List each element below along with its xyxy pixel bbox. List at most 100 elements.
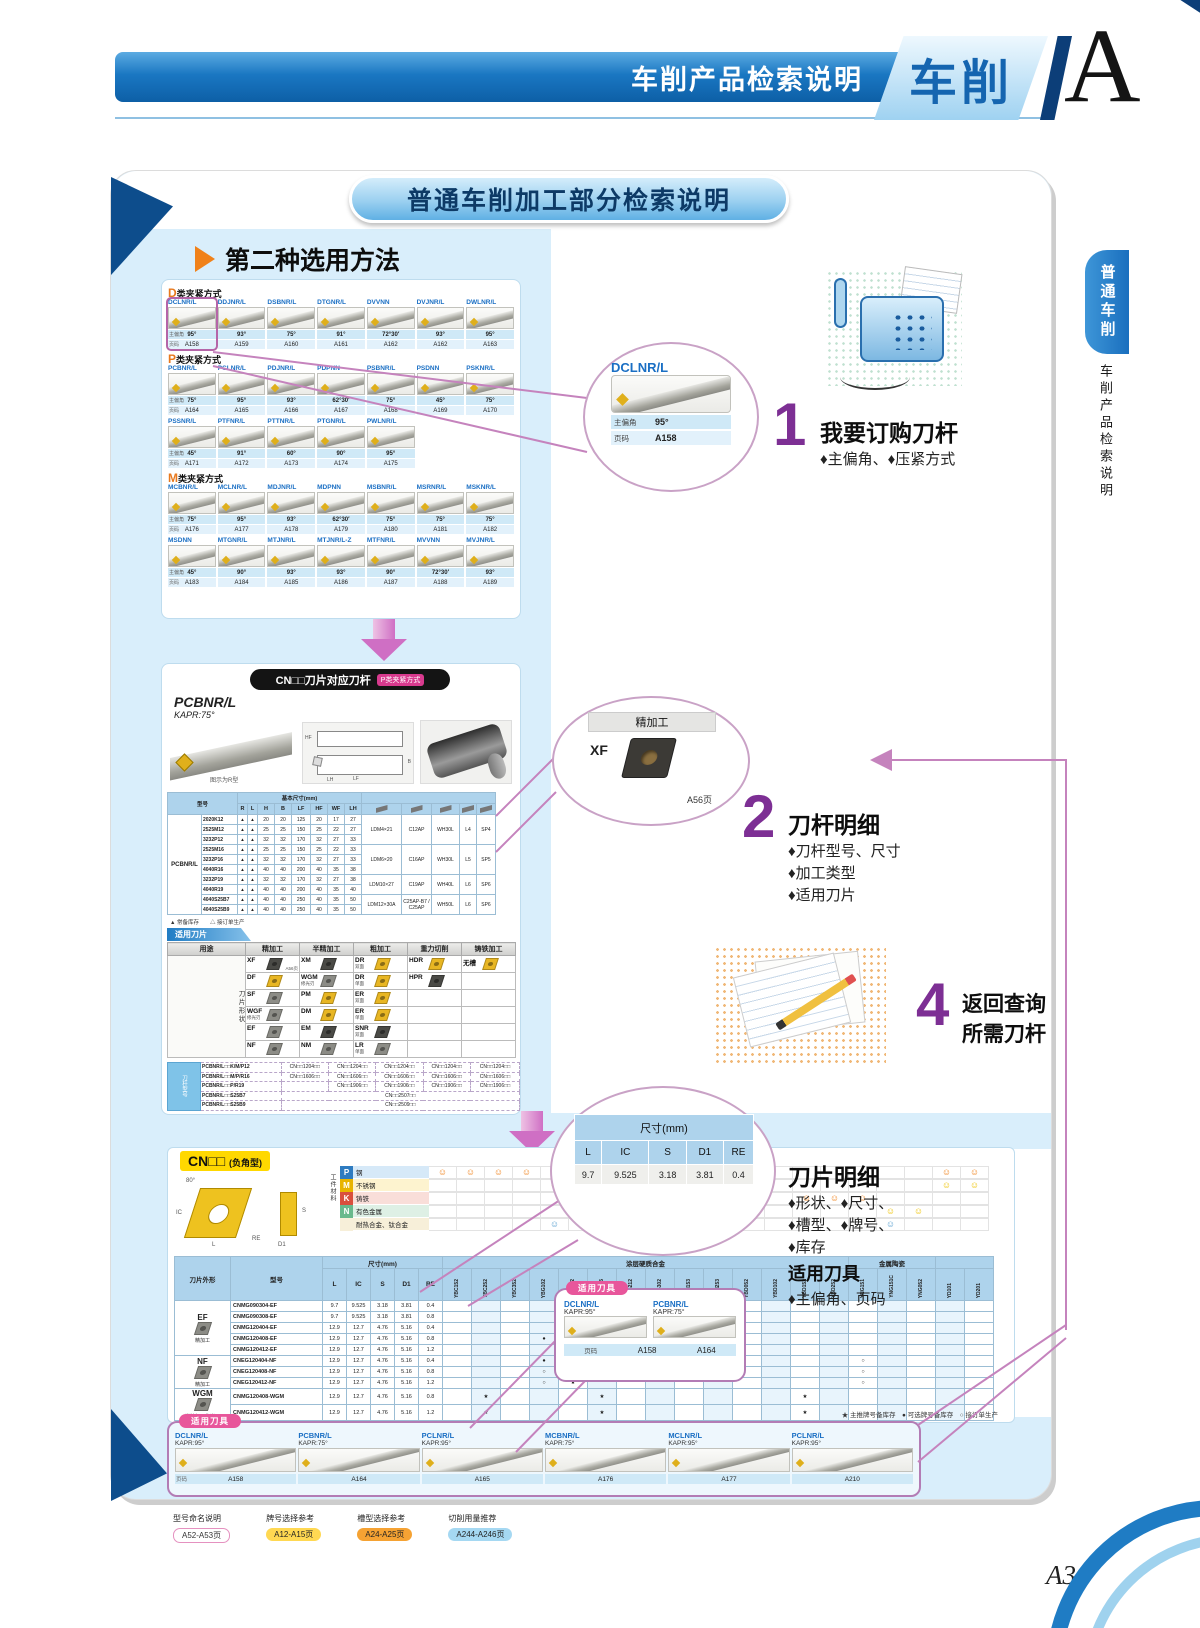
angle-band-label: 主偏角 (169, 570, 185, 576)
tool-kapr: KAPR:95° (564, 1309, 596, 1316)
insert-code: ER (355, 1008, 365, 1015)
tool-page: A184 (217, 578, 266, 587)
grade-stock-cell (877, 1344, 907, 1356)
dim-value: 27 (327, 834, 345, 845)
grade-stock-cell (442, 1322, 472, 1334)
down-arrow-shaft (373, 619, 395, 639)
clamp-section-letter: P (168, 352, 177, 366)
suitability-cell (849, 1179, 877, 1192)
suitability-cell (849, 1218, 877, 1231)
insert-chip-icon (193, 1398, 212, 1411)
tool-angle: 95° (466, 330, 514, 339)
dim-value: 32 (310, 854, 328, 865)
dim-letter: D1 (394, 1268, 419, 1301)
grade-stock-cell (848, 1322, 878, 1334)
dim-value: 1.2 (418, 1404, 443, 1421)
insert-code-cell: CN□□1906□□ (328, 1081, 377, 1092)
section-letter: A (1064, 7, 1141, 124)
tool-angle: 93° (267, 515, 316, 524)
insert-sub: 单面 (355, 1015, 364, 1020)
tool-angle: 95° (217, 515, 266, 524)
dim-value: 32 (274, 874, 292, 885)
grade-stock-cell (471, 1333, 501, 1345)
grade-stock-cell (500, 1300, 530, 1312)
tool-name: MSRNR/L (416, 484, 447, 491)
grade-stock-cell (790, 1366, 820, 1378)
tool-shank (176, 1449, 296, 1471)
holder-model-code: PCBNR/L□□K/M/P12 (200, 1062, 282, 1073)
model-header: 型号 (167, 792, 238, 815)
accessory-value: LDM12×30A (361, 894, 402, 915)
grade-header: YNG052 (906, 1268, 936, 1301)
tool-page: A160 (267, 340, 316, 349)
model-rows-side-label: 刀杆型号 (167, 1062, 201, 1111)
holder-photo: 图示为R型 (170, 722, 292, 784)
dim-value: 40 (310, 864, 328, 875)
grade-stock-cell (819, 1311, 849, 1323)
holder-header-row: 型号基本尺寸(mm) (167, 792, 496, 815)
tool-image (466, 492, 514, 514)
grade-stock-cell (471, 1300, 501, 1312)
insert-sub: 修光刃 (247, 1015, 261, 1020)
suitability-cell (485, 1179, 513, 1192)
material-name: 耐热合金、钛合金 (353, 1218, 429, 1231)
dims-callout-header: 尺寸(mm) (574, 1114, 754, 1141)
dim-value: 150 (291, 824, 311, 835)
tool-image (366, 426, 415, 448)
tool-insert (672, 1458, 681, 1468)
usage-cell (461, 989, 516, 1007)
suitability-cell: ☺ (961, 1179, 989, 1192)
smiley-icon: ☺ (969, 1180, 980, 1190)
grade-stock-cell (877, 1404, 907, 1421)
hand-mark: ▲ (247, 834, 258, 845)
suitability-cell (877, 1179, 905, 1192)
smiley-icon: ☺ (941, 1180, 952, 1190)
model-header: 型号 (230, 1256, 323, 1301)
usage-cell: SF (245, 989, 300, 1007)
dim-value: 0.4 (418, 1300, 443, 1312)
insert-code: ER (355, 991, 365, 998)
tool-insert (548, 1458, 558, 1468)
smiley-icon: ☺ (437, 1167, 448, 1177)
accessory-value: C12AP (401, 814, 432, 845)
accessory-value: LDM10×27 (361, 874, 402, 895)
tool-name: MTGNR/L (217, 537, 248, 544)
method-heading-label: 第二种选用方法 (225, 247, 401, 275)
dim-value: 33 (344, 854, 362, 865)
holder-panel-header: CN□□刀片对应刀杆 P类夹紧方式 (250, 669, 450, 690)
tool-name: MTFNR/L (366, 537, 396, 544)
step2-bullet: ♦刀杆型号、尺寸 (788, 843, 901, 860)
sidebar-tab-general-turning[interactable]: 普通车削 (1085, 250, 1129, 354)
dim-value: 5.16 (394, 1366, 419, 1378)
dim-value: 40 (257, 904, 275, 915)
insert-callout-page: A56页 (686, 795, 712, 805)
dim-value: 9.525 (346, 1300, 371, 1312)
tool-page: A180 (366, 525, 415, 534)
tool-page: A187 (366, 578, 415, 587)
grade-stock-cell (877, 1388, 907, 1405)
tool-page: A186 (317, 578, 365, 587)
tool-angle: 75° (366, 396, 415, 405)
insert-model: CNMG120412-WGM (230, 1404, 323, 1421)
dim-value: 40 (257, 884, 275, 895)
grade-stock-cell (442, 1377, 472, 1389)
dim-value: 250 (291, 904, 311, 915)
tool-name: MDJNR/L (267, 484, 297, 491)
dim-value: 25 (257, 824, 275, 835)
suitability-cell (961, 1192, 989, 1205)
